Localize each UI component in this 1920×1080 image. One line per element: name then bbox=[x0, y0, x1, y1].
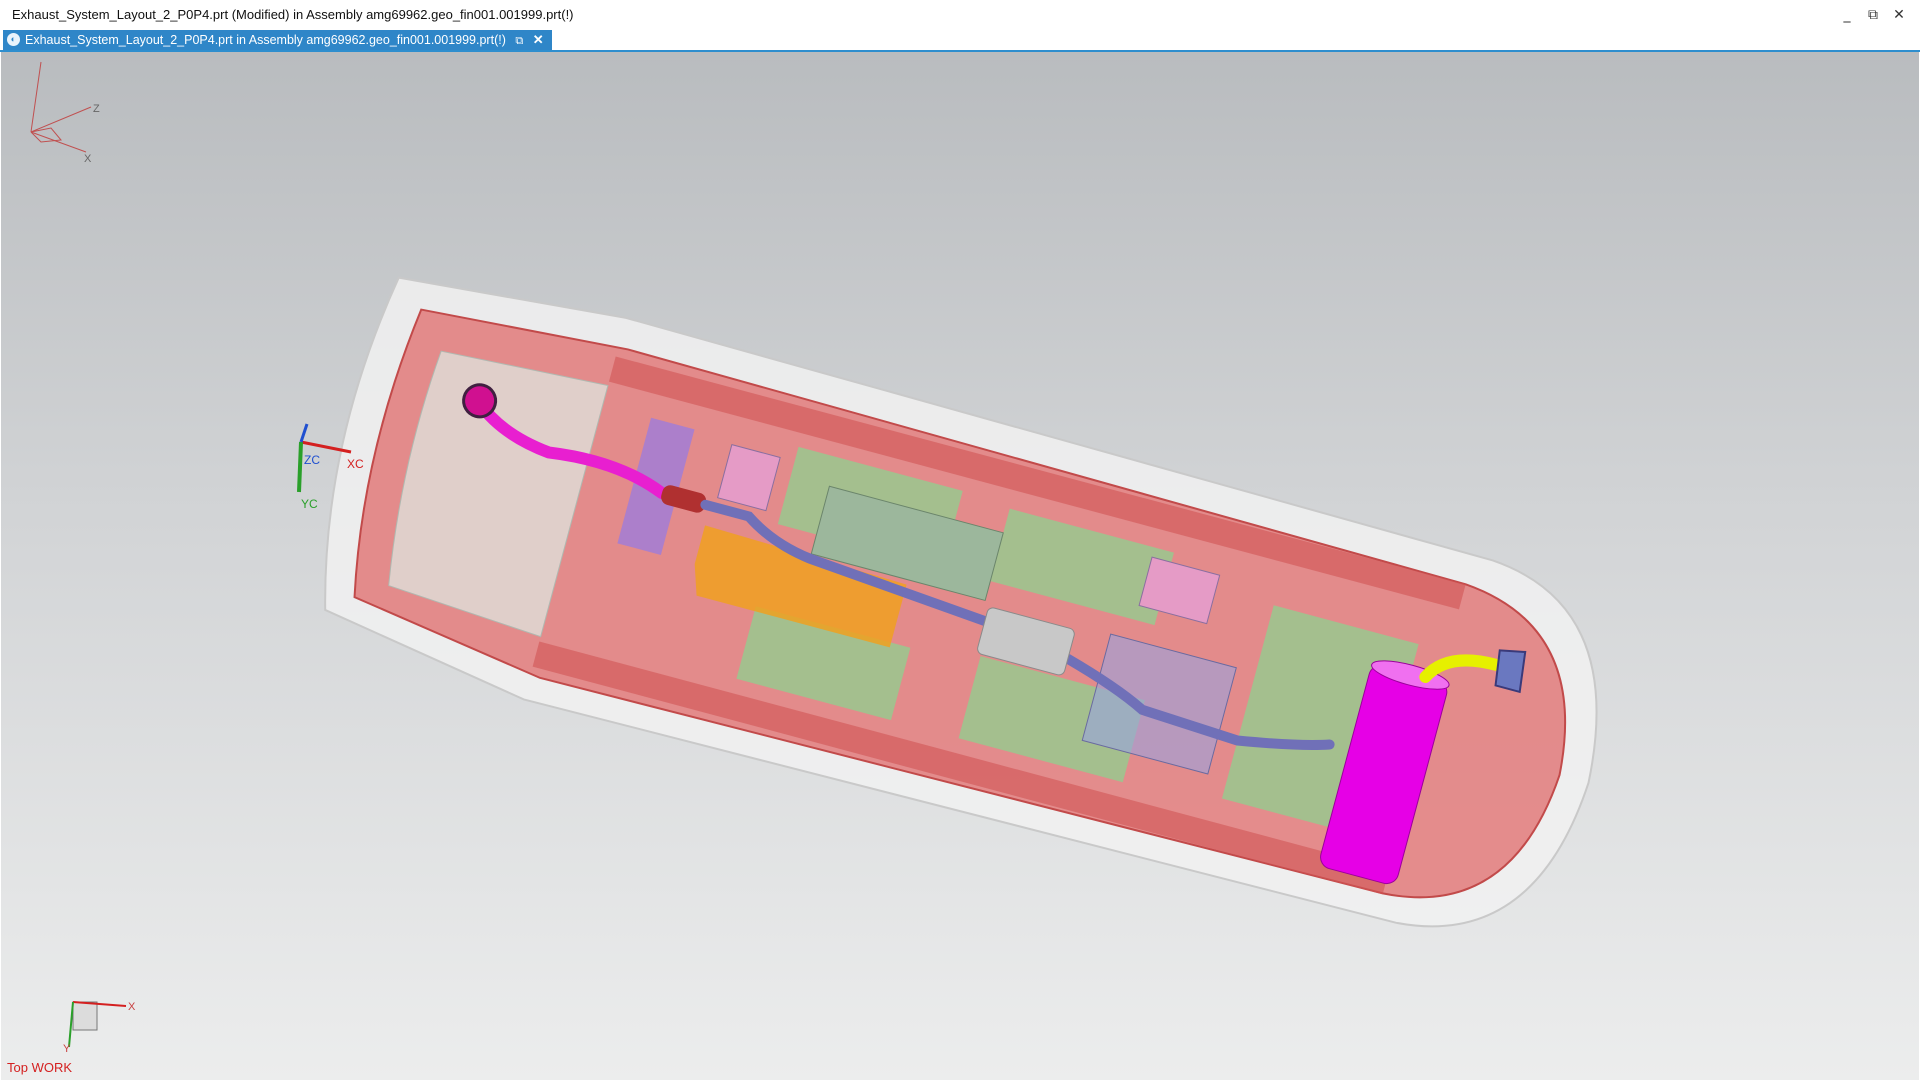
wcs-triad[interactable]: ZC XC YC bbox=[297, 423, 364, 511]
graphics-viewport[interactable]: Z X bbox=[1, 52, 1919, 1080]
view-triad-x-label: X bbox=[128, 1001, 136, 1013]
minimize-button[interactable]: _ bbox=[1843, 7, 1851, 23]
document-tab-bar: ◐ Exhaust_System_Layout_2_P0P4.prt in As… bbox=[0, 30, 1920, 52]
document-tab[interactable]: ◐ Exhaust_System_Layout_2_P0P4.prt in As… bbox=[3, 30, 552, 50]
wcs-zc-label: ZC bbox=[304, 453, 320, 467]
electronics-box bbox=[1138, 556, 1221, 625]
floor-panel bbox=[736, 606, 911, 721]
tailpipe[interactable] bbox=[1419, 648, 1502, 694]
nx-part-icon: ◐ bbox=[7, 33, 20, 46]
view-orientation-label: Top WORK bbox=[7, 1060, 73, 1075]
tab-close-button[interactable]: ✕ bbox=[532, 32, 544, 47]
view-triad: X Y bbox=[63, 1001, 136, 1055]
left-rail bbox=[608, 356, 1466, 610]
center-exhaust-pipe[interactable] bbox=[682, 499, 1348, 764]
triad-z-label: Z bbox=[93, 103, 100, 115]
restore-button[interactable]: ⧉ bbox=[1868, 7, 1878, 23]
floor-panel bbox=[990, 508, 1174, 626]
center-muffler[interactable] bbox=[976, 607, 1075, 677]
catalytic-converter[interactable] bbox=[659, 483, 708, 514]
fuel-tank bbox=[694, 525, 907, 648]
window-title-bar: Exhaust_System_Layout_2_P0P4.prt (Modifi… bbox=[0, 0, 1920, 30]
close-button[interactable]: ✕ bbox=[1893, 7, 1905, 23]
vehicle-model[interactable] bbox=[290, 255, 1640, 971]
triad-x-label: X bbox=[84, 153, 92, 165]
tailpipe-tip[interactable] bbox=[1491, 646, 1530, 694]
model-canvas[interactable]: Z X bbox=[1, 52, 1919, 1080]
rear-subframe bbox=[1081, 633, 1237, 775]
electronics-box bbox=[717, 443, 781, 512]
popout-icon[interactable]: ⧉ bbox=[515, 35, 524, 47]
window-title: Exhaust_System_Layout_2_P0P4.prt (Modifi… bbox=[12, 7, 574, 22]
exhaust-flange[interactable] bbox=[460, 381, 499, 420]
view-triad-y-label: Y bbox=[63, 1043, 71, 1055]
front-exhaust-pipe[interactable] bbox=[469, 396, 673, 500]
engine-bay bbox=[388, 350, 609, 638]
absolute-triad: Z X bbox=[30, 61, 100, 165]
wcs-xc-label: XC bbox=[347, 457, 364, 471]
document-tab-label: Exhaust_System_Layout_2_P0P4.prt in Asse… bbox=[25, 33, 506, 47]
right-rail bbox=[532, 641, 1390, 895]
wcs-yc-label: YC bbox=[301, 497, 318, 511]
rear-muffler[interactable] bbox=[1318, 655, 1452, 886]
center-module bbox=[810, 485, 1004, 602]
